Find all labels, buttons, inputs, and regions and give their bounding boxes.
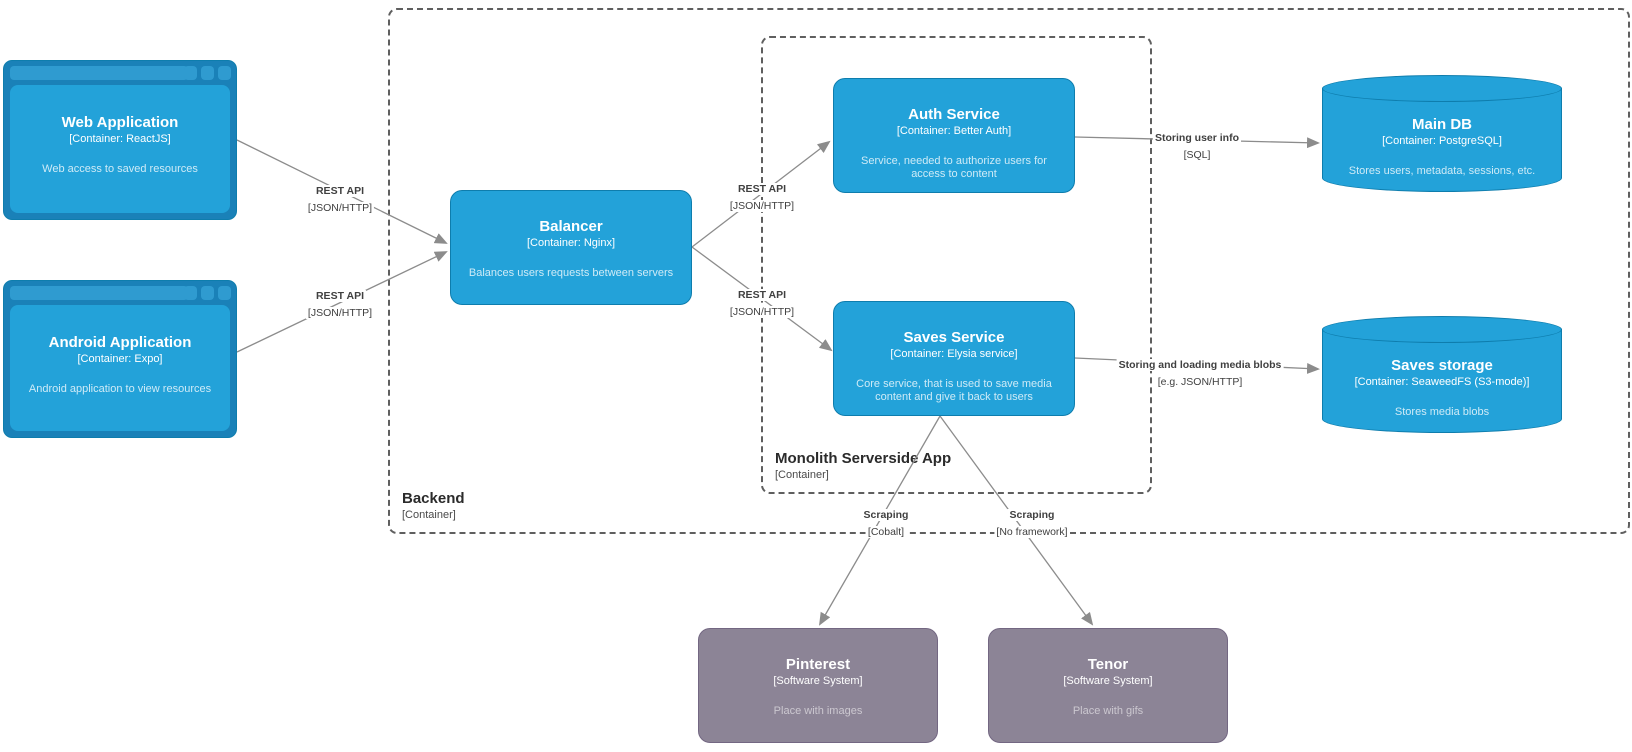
edge-label-text: Storing and loading media blobs: [1116, 359, 1284, 371]
window-buttons: [184, 286, 231, 300]
node-title: Tenor: [1087, 656, 1129, 673]
window-button: [184, 286, 197, 300]
node-meta: [Container: Expo]: [77, 353, 163, 365]
edge-tech-text: [Cobalt]: [865, 526, 907, 538]
node-body: Main DB [Container: PostgreSQL] Stores u…: [1322, 75, 1562, 178]
node-balancer[interactable]: Balancer [Container: Nginx] Balances use…: [450, 190, 692, 305]
window-button: [184, 66, 197, 80]
browser-titlebar: [4, 61, 236, 85]
cylinder-top: [1322, 316, 1562, 343]
edge-tech-text: [No framework]: [994, 526, 1070, 538]
node-title: Saves Service: [903, 329, 1005, 346]
window-button: [201, 286, 214, 300]
group-monolith-label: Monolith Serverside App [Container]: [775, 450, 951, 482]
node-description: Stores media blobs: [1394, 406, 1490, 418]
node-description: Web access to saved resources: [42, 163, 198, 175]
edge-label-balancer-to-auth[interactable]: REST API [JSON/HTTP]: [727, 180, 797, 214]
node-description: Balances users requests between servers: [468, 267, 674, 279]
edge-label-saves-to-pinterest[interactable]: Scraping [Cobalt]: [861, 506, 911, 540]
node-meta: [Container: Nginx]: [526, 237, 616, 249]
node-meta: [Software System]: [773, 675, 863, 687]
node-meta: [Software System]: [1063, 675, 1153, 687]
window-button: [218, 66, 231, 80]
cylinder-body: [1322, 88, 1562, 192]
node-body: Web Application [Container: ReactJS] Web…: [10, 85, 230, 213]
node-body: Android Application [Container: Expo] An…: [10, 305, 230, 431]
group-meta: [Container]: [402, 509, 456, 521]
node-meta: [Container: Better Auth]: [896, 125, 1012, 137]
node-tenor[interactable]: Tenor [Software System] Place with gifs: [988, 628, 1228, 743]
edge-tech-text: [SQL]: [1181, 149, 1213, 161]
node-auth-service[interactable]: Auth Service [Container: Better Auth] Se…: [833, 78, 1075, 193]
node-saves-service[interactable]: Saves Service [Container: Elysia service…: [833, 301, 1075, 416]
node-meta: [Container: Elysia service]: [890, 348, 1018, 360]
window-button: [218, 286, 231, 300]
cylinder-top: [1322, 75, 1562, 102]
address-bar: [10, 66, 188, 80]
edge-label-text: Scraping: [1007, 509, 1057, 521]
node-title: Auth Service: [908, 106, 1000, 123]
group-name: Monolith Serverside App: [775, 450, 952, 467]
group-meta: [Container]: [775, 469, 829, 481]
node-web-application[interactable]: Web Application [Container: ReactJS] Web…: [3, 60, 237, 220]
edge-tech-text: [JSON/HTTP]: [727, 306, 797, 318]
edge-label-text: Scraping: [861, 509, 911, 521]
edge-tech-text: [JSON/HTTP]: [305, 307, 375, 319]
node-description: Service, needed to authorize users for a…: [861, 155, 1047, 180]
node-pinterest[interactable]: Pinterest [Software System] Place with i…: [698, 628, 938, 743]
node-title: Balancer: [539, 218, 603, 235]
node-title: Saves storage: [1391, 357, 1493, 374]
edge-label-balancer-to-saves[interactable]: REST API [JSON/HTTP]: [727, 286, 797, 320]
address-bar: [10, 286, 188, 300]
edge-label-android-to-balancer[interactable]: REST API [JSON/HTTP]: [305, 287, 375, 321]
node-description: Core service, that is used to save media…: [856, 378, 1052, 403]
node-description: Place with images: [773, 705, 863, 717]
node-body: Saves storage [Container: SeaweedFS (S3-…: [1322, 316, 1562, 419]
node-meta: [Container: SeaweedFS (S3-mode)]: [1354, 376, 1530, 388]
cylinder-body: [1322, 329, 1562, 433]
edge-tech-text: [JSON/HTTP]: [727, 200, 797, 212]
node-android-application[interactable]: Android Application [Container: Expo] An…: [3, 280, 237, 438]
node-title: Web Application: [61, 114, 179, 131]
edge-label-text: REST API: [735, 183, 789, 195]
group-backend-label: Backend [Container]: [402, 490, 465, 522]
node-main-db[interactable]: Main DB [Container: PostgreSQL] Stores u…: [1322, 75, 1562, 192]
edge-label-saves-to-tenor[interactable]: Scraping [No framework]: [994, 506, 1070, 540]
window-buttons: [184, 66, 231, 80]
edge-label-text: REST API: [735, 289, 789, 301]
node-description: Android application to view resources: [28, 383, 212, 395]
node-title: Main DB: [1412, 116, 1472, 133]
edge-tech-text: [e.g. JSON/HTTP]: [1155, 376, 1245, 388]
edge-label-text: REST API: [313, 290, 367, 302]
browser-titlebar: [4, 281, 236, 305]
edge-tech-text: [JSON/HTTP]: [305, 202, 375, 214]
window-button: [201, 66, 214, 80]
edge-label-web-to-balancer[interactable]: REST API [JSON/HTTP]: [305, 182, 375, 216]
node-description: Place with gifs: [1072, 705, 1144, 717]
node-meta: [Container: PostgreSQL]: [1382, 135, 1502, 147]
edge-label-text: Storing user info: [1153, 132, 1241, 144]
group-name: Backend: [402, 490, 465, 507]
node-title: Android Application: [48, 334, 192, 351]
edge-label-saves-to-storage[interactable]: Storing and loading media blobs [e.g. JS…: [1116, 356, 1284, 390]
node-title: Pinterest: [785, 656, 851, 673]
edge-label-auth-to-maindb[interactable]: Storing user info [SQL]: [1153, 129, 1241, 163]
edge-label-text: REST API: [313, 185, 367, 197]
node-saves-storage[interactable]: Saves storage [Container: SeaweedFS (S3-…: [1322, 316, 1562, 433]
node-meta: [Container: ReactJS]: [69, 133, 171, 145]
node-description: Stores users, metadata, sessions, etc.: [1348, 165, 1536, 177]
